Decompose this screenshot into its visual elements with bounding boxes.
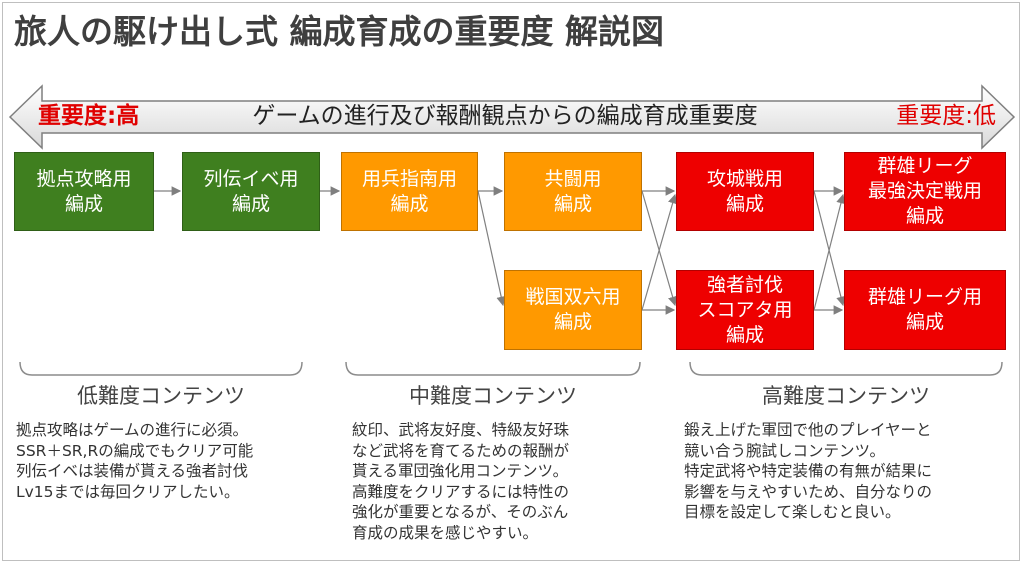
priority-high-label: 重要度:高	[38, 103, 140, 129]
group-desc-high: 鍛え上げた軍団で他のプレイヤーと 競い合う腕試しコンテンツ。 特定武将や特定装備…	[684, 421, 933, 521]
group-label-high: 高難度コンテンツ	[762, 384, 930, 408]
box-kojo: 攻城戦用 編成	[676, 152, 814, 231]
priority-double-arrow	[8, 84, 1016, 150]
bracket-high	[689, 361, 1003, 376]
box-base-attack: 拠点攻略用 編成	[14, 152, 154, 231]
connector-kyoto-to-kyosha	[641, 190, 678, 307]
connector-kyosha-to-kessen	[813, 193, 846, 311]
box-kyosha: 強者討伐 スコアタ用 編成	[676, 270, 814, 350]
box-yohei: 用兵指南用 編成	[341, 152, 478, 231]
priority-axis-label: ゲームの進行及び報酬観点からの編成育成重要度	[252, 103, 758, 129]
box-sugoroku: 戦国双六用 編成	[504, 270, 642, 350]
connector-yohei-to-sugoroku	[477, 190, 506, 307]
box-gunyu-kessen: 群雄リーグ 最強決定戦用 編成	[844, 152, 1006, 231]
page-title: 旅人の駆け出し式 編成育成の重要度 解説図	[14, 12, 664, 51]
group-desc-mid: 紋印、武将友好度、特級友好珠 など武将を育てるための報酬が 貰える軍団強化用コン…	[352, 421, 570, 542]
connector-sugoroku-to-kojo	[641, 193, 678, 311]
group-desc-low: 拠点攻略はゲームの進行に必須。 SSR＋SR,Rの編成でもクリア可能 列伝イベは…	[16, 421, 254, 501]
connector-kojo-to-league	[813, 190, 846, 307]
bracket-mid	[345, 361, 641, 376]
group-label-low: 低難度コンテンツ	[77, 384, 245, 408]
box-gunyu-league: 群雄リーグ用 編成	[844, 270, 1006, 350]
bracket-low	[19, 361, 303, 376]
box-retsuden: 列伝イベ用 編成	[182, 152, 320, 231]
group-label-mid: 中難度コンテンツ	[409, 384, 577, 408]
priority-low-label: 重要度:低	[896, 103, 996, 129]
box-kyoto: 共闘用 編成	[504, 152, 642, 231]
